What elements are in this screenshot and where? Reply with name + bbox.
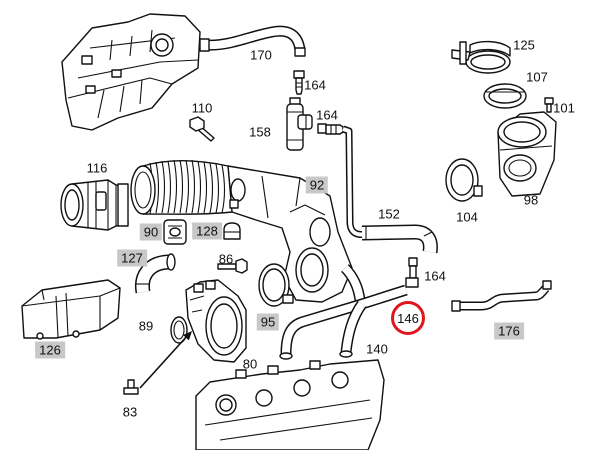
callout-95: 95 <box>256 313 280 331</box>
callout-128: 128 <box>192 222 222 240</box>
callout-92: 92 <box>305 176 329 194</box>
fitting-164-lower <box>405 257 419 288</box>
arrow-83 <box>139 331 192 389</box>
callout-89: 89 <box>138 318 154 334</box>
callout-158: 158 <box>249 124 271 140</box>
fitting-164-top <box>293 70 305 95</box>
hose-170 <box>199 25 306 57</box>
bolt-110 <box>189 116 215 142</box>
callout-164-lower: 164 <box>424 268 446 284</box>
callout-110: 110 <box>191 100 213 116</box>
hose-140 <box>279 300 367 360</box>
callout-104: 104 <box>456 209 478 225</box>
callout-176: 176 <box>494 322 524 340</box>
callout-140: 140 <box>366 341 388 357</box>
ring-107 <box>483 83 527 109</box>
o-ring-89 <box>170 316 188 344</box>
callout-146-highlighted: 146 <box>391 301 425 335</box>
intake-duct-92 <box>130 159 353 303</box>
ring-clamp-104 <box>445 158 483 202</box>
callout-101: 101 <box>553 100 575 116</box>
callout-83: 83 <box>122 404 138 420</box>
throttle-body-80 <box>185 279 247 363</box>
cap-128 <box>223 222 241 240</box>
lower-manifold <box>195 359 385 450</box>
callout-164-top: 164 <box>304 77 326 93</box>
callout-125: 125 <box>513 37 535 53</box>
intake-cover <box>61 13 201 131</box>
bolt-83 <box>123 379 139 395</box>
hose-152 <box>341 125 438 254</box>
clamp-125 <box>451 40 511 74</box>
callout-90: 90 <box>139 223 163 241</box>
part-90 <box>163 219 187 245</box>
callout-80: 80 <box>242 356 258 372</box>
callout-152: 152 <box>378 206 400 222</box>
bolt-86 <box>217 258 248 274</box>
hose-127 <box>135 253 176 294</box>
callout-126: 126 <box>35 341 65 359</box>
callout-98: 98 <box>523 192 539 208</box>
callout-127: 127 <box>117 249 147 267</box>
air-filter-housing-126 <box>21 279 121 340</box>
elbow-98 <box>497 111 557 197</box>
callout-107: 107 <box>526 69 548 85</box>
pipe-176 <box>451 280 552 312</box>
bolt-101 <box>544 97 554 113</box>
callout-86: 86 <box>218 251 234 267</box>
air-mass-sensor-116 <box>60 179 129 231</box>
callout-116: 116 <box>86 160 108 176</box>
clamp-95 <box>258 263 294 307</box>
callout-170: 170 <box>250 47 272 63</box>
fitting-164-middle <box>317 123 344 135</box>
callout-164-middle: 164 <box>316 107 338 123</box>
pipe-146 <box>280 264 408 355</box>
t-piece-158 <box>286 97 313 151</box>
